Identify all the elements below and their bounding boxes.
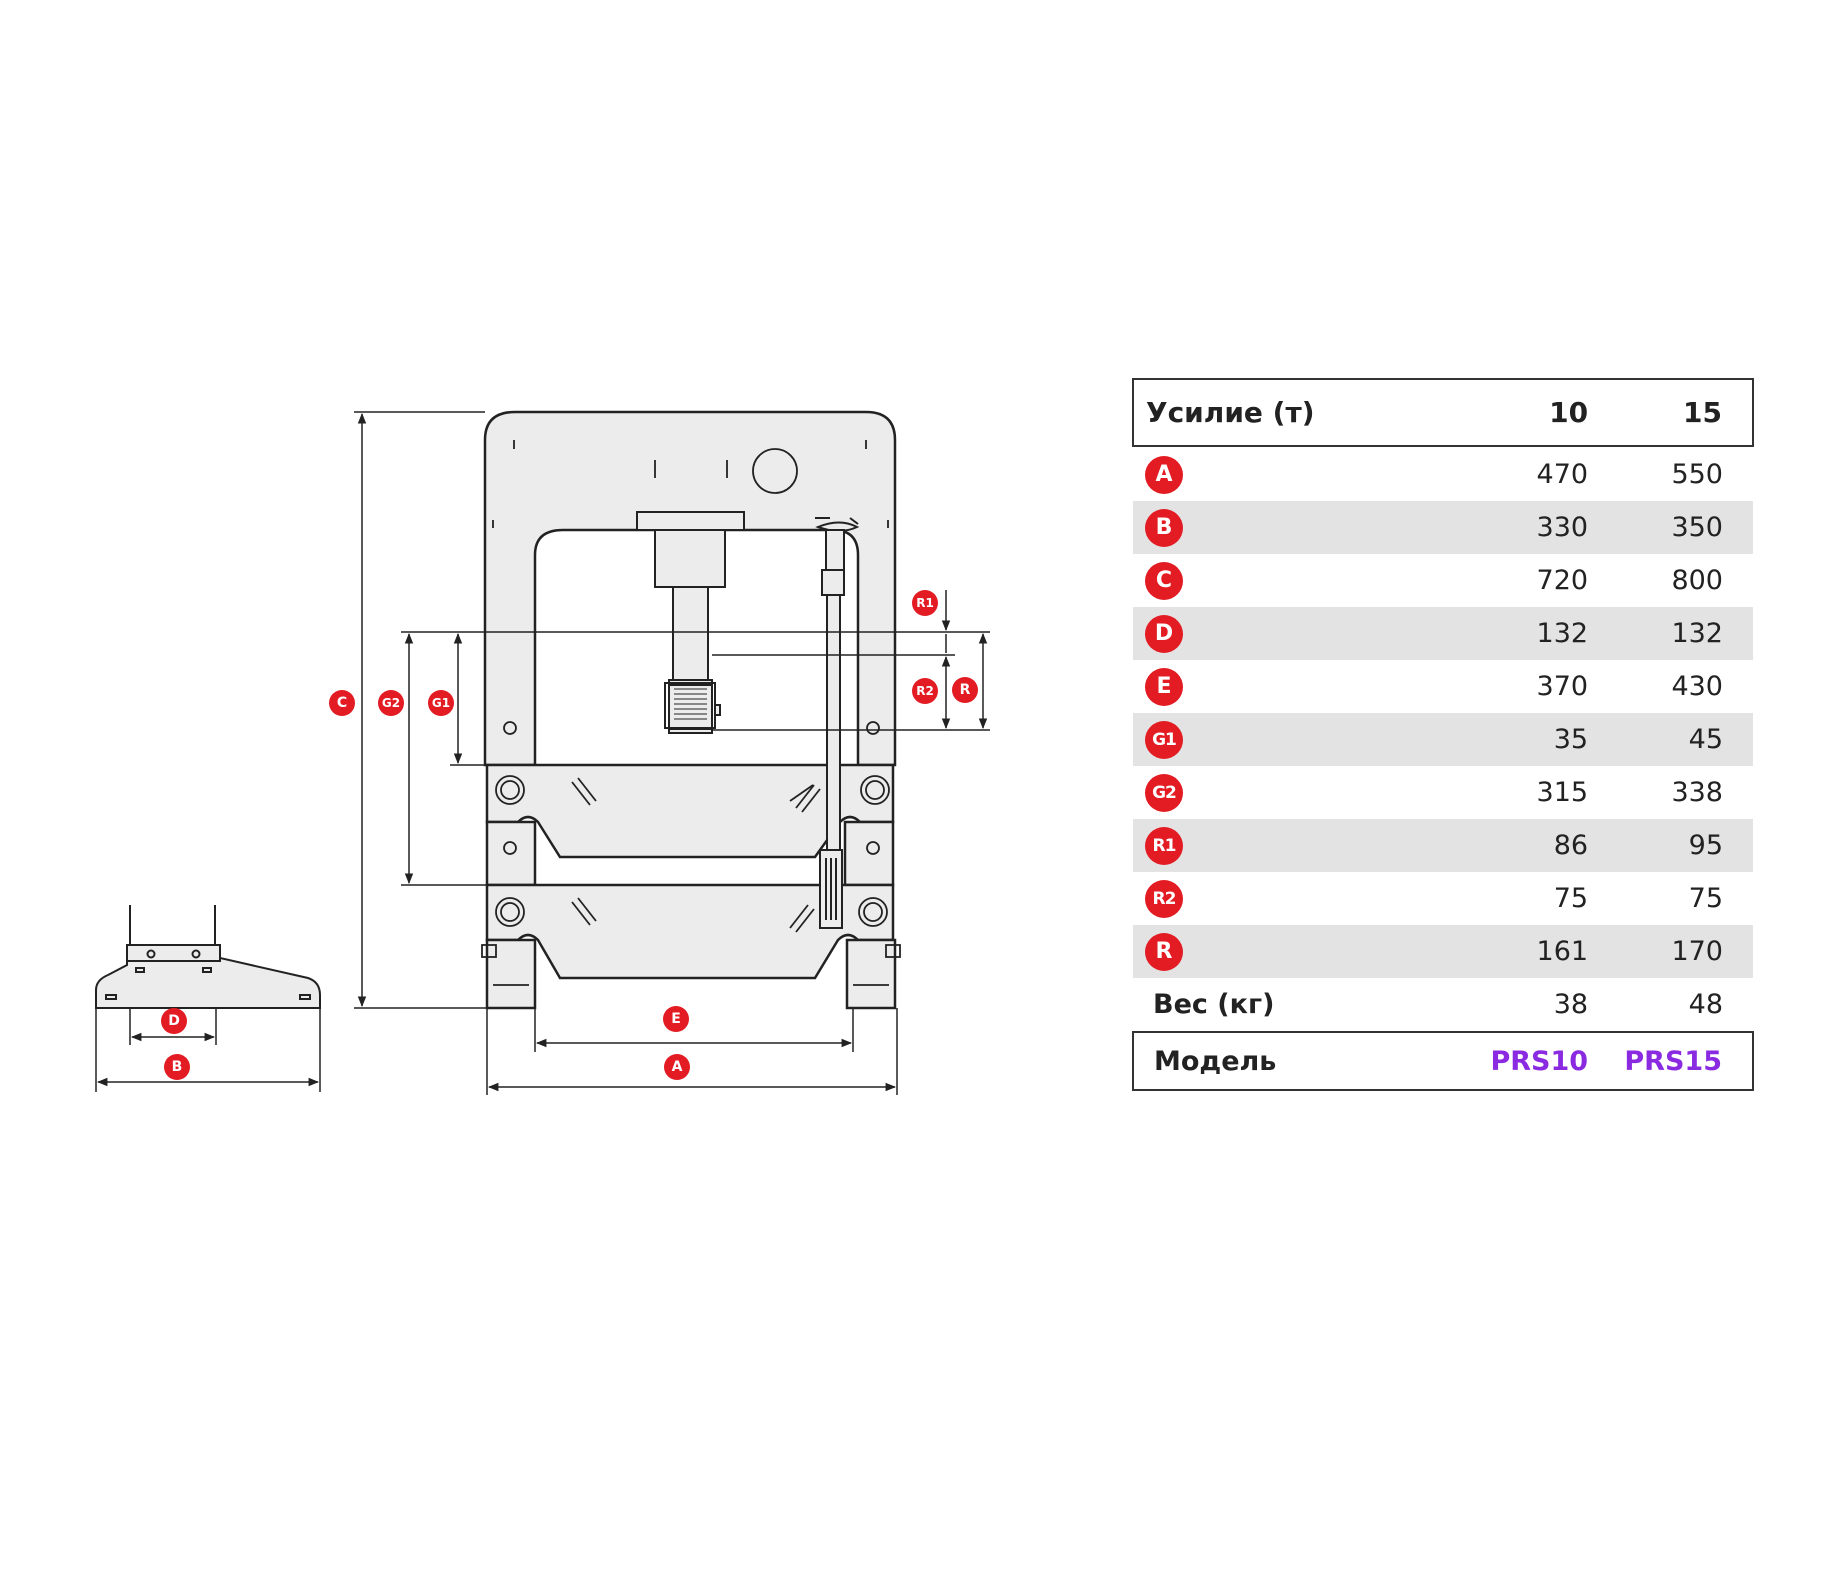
row-value-15: 430 [1671, 671, 1723, 702]
row-value-15: 170 [1588, 925, 1753, 978]
badge-b: B [164, 1054, 190, 1080]
row-badge: B [1145, 508, 1183, 547]
frame-details [481, 440, 901, 986]
dimension-e-line [534, 1008, 854, 1052]
dimension-a-line [486, 1008, 898, 1095]
row-value-15: 132 [1588, 607, 1753, 660]
badge-d: D [161, 1008, 187, 1034]
model-value-15: PRS15 [1588, 1031, 1754, 1091]
row-value-10: 132 [1454, 607, 1589, 660]
badge-a-text: A [672, 1059, 683, 1075]
badge-b-text: B [172, 1059, 183, 1075]
row-value-15: 95 [1588, 819, 1753, 872]
row-badge: A [1145, 455, 1183, 494]
row-value-15: 75 [1688, 883, 1723, 914]
dimension-d-line [129, 1008, 217, 1045]
row-value-10: 35 [1454, 713, 1589, 766]
row-badge: R [1145, 932, 1183, 971]
cylinder-thread [674, 688, 707, 720]
row-value-10: 86 [1454, 819, 1589, 872]
row-value-10: 161 [1454, 925, 1589, 978]
row-value-15: 550 [1671, 459, 1723, 490]
row-value-10: 330 [1454, 501, 1589, 554]
badge-c-text: C [337, 695, 347, 711]
badge-r: R [952, 677, 978, 703]
table-row: G1 35 45 [1133, 713, 1753, 766]
badge-e-text: E [671, 1011, 681, 1027]
badge-r1: R1 [912, 590, 938, 616]
row-value-10: 470 [1536, 459, 1589, 490]
side-view [95, 905, 321, 1009]
weight-value-10: 38 [1553, 989, 1589, 1020]
weight-row: Вес (кг) 38 48 [1133, 978, 1753, 1032]
table-row: G2 315 338 [1133, 766, 1753, 819]
row-value-15: 45 [1588, 713, 1753, 766]
badge-g2: G2 [378, 690, 404, 716]
table-row: C 720 800 [1133, 554, 1753, 607]
dimension-g1-line [450, 632, 487, 766]
spec-table: Усилие (т) 10 15 A 470 550 B 330 350 C 7… [1131, 378, 1754, 1091]
dimension-b-line [95, 1008, 321, 1092]
row-badge: D [1145, 614, 1183, 653]
badge-g2-text: G2 [382, 696, 400, 710]
table-header-row: Усилие (т) 10 15 [1131, 378, 1754, 447]
row-value-15: 338 [1671, 777, 1723, 808]
row-value-10: 370 [1536, 671, 1589, 702]
dimension-r-lines [712, 590, 990, 731]
header-col-15: 15 [1588, 378, 1754, 447]
table-row: E 370 430 [1133, 660, 1753, 713]
row-badge: R1 [1145, 826, 1183, 865]
badge-c: C [329, 690, 355, 716]
row-value-15: 800 [1671, 565, 1723, 596]
table-row: B 330 350 [1133, 501, 1753, 554]
model-label: Модель [1131, 1031, 1455, 1091]
table-row: R2 75 75 [1133, 872, 1753, 925]
table-row: A 470 550 [1133, 448, 1753, 501]
hydraulic-pump [815, 517, 860, 929]
badge-a: A [664, 1054, 690, 1080]
row-badge: R2 [1145, 879, 1183, 918]
weight-value-15: 48 [1688, 989, 1723, 1020]
badge-r-text: R [960, 682, 971, 698]
badge-r2: R2 [912, 678, 938, 704]
header-label: Усилие (т) [1131, 378, 1455, 447]
press-frame [483, 410, 897, 1010]
dimension-c-line [354, 411, 487, 1009]
row-badge: E [1145, 667, 1183, 706]
badge-r1-text: R1 [916, 596, 934, 610]
row-badge: G1 [1145, 720, 1183, 759]
row-value-15: 350 [1588, 501, 1753, 554]
row-value-10: 720 [1536, 565, 1589, 596]
hydraulic-cylinder [636, 511, 745, 734]
row-badge: G2 [1145, 773, 1183, 812]
dimension-g2-line [401, 631, 990, 886]
header-col-10: 10 [1454, 378, 1589, 447]
model-value-10: PRS10 [1454, 1031, 1589, 1091]
badge-e: E [663, 1006, 689, 1032]
row-value-10: 315 [1536, 777, 1589, 808]
row-badge: C [1145, 561, 1183, 600]
badge-r2-text: R2 [916, 684, 934, 698]
table-row: R1 86 95 [1133, 819, 1753, 872]
model-row: Модель PRS10 PRS15 [1131, 1031, 1754, 1091]
table-row: D 132 132 [1133, 607, 1753, 660]
badge-g1-text: G1 [432, 696, 450, 710]
table-row: R 161 170 [1133, 925, 1753, 978]
badge-d-text: D [168, 1013, 180, 1029]
badge-g1: G1 [428, 690, 454, 716]
weight-label: Вес (кг) [1153, 989, 1275, 1020]
row-value-10: 75 [1553, 883, 1589, 914]
